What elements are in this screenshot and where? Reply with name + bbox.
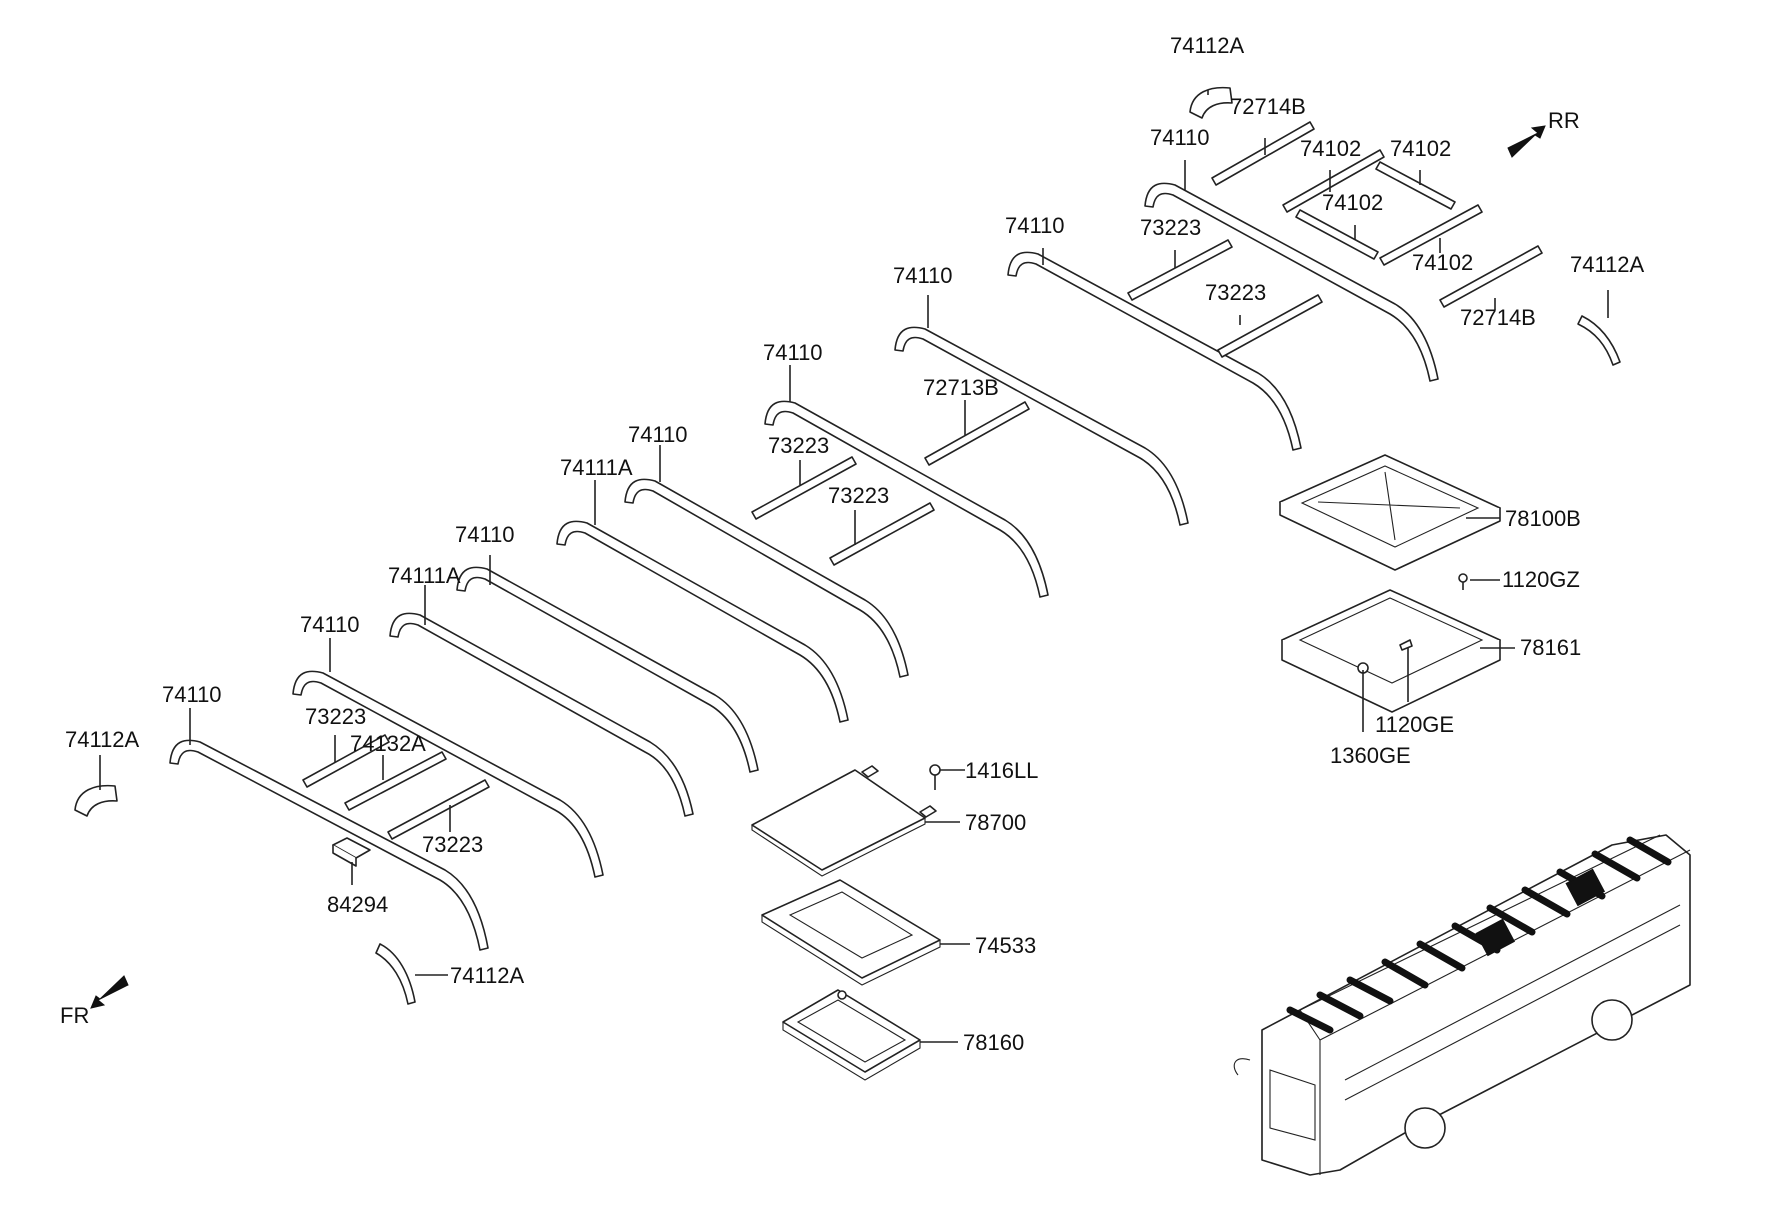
bar-73223-b <box>387 779 490 840</box>
label-74110-c: 74110 <box>893 263 953 288</box>
label-78161: 78161 <box>1520 635 1581 660</box>
hatch-78161 <box>1281 589 1501 713</box>
label-73223-d: 73223 <box>828 483 889 508</box>
bar-73223-e <box>1127 239 1233 301</box>
label-74112a-top: 74112A <box>1170 33 1245 58</box>
frame-78160 <box>782 989 921 1081</box>
arrow-fr-icon <box>90 975 129 1009</box>
label-74111a-a: 74111A <box>560 455 633 480</box>
screw-1416ll <box>929 764 941 790</box>
label-74102-a: 74102 <box>1300 136 1361 161</box>
label-78700: 78700 <box>965 810 1026 835</box>
leader-lines <box>99 90 1609 1043</box>
bar-73223-d <box>829 502 935 566</box>
label-84294: 84294 <box>327 892 388 917</box>
screw-1120gz <box>1458 573 1468 590</box>
label-1416ll: 1416LL <box>965 758 1038 783</box>
frame-74533 <box>761 879 941 986</box>
bar-72714b-top <box>1211 121 1315 186</box>
label-72713b: 72713B <box>923 375 999 400</box>
bus-overview-illustration <box>1233 834 1691 1176</box>
label-78160: 78160 <box>963 1030 1024 1055</box>
label-74110-a: 74110 <box>1150 125 1210 150</box>
label-fr: FR <box>60 1003 89 1028</box>
roof-bow-4 <box>456 566 759 773</box>
label-72714b-top: 72714B <box>1230 94 1306 119</box>
roof-bow-10 <box>1144 182 1439 382</box>
arrow-rr-icon <box>1507 125 1546 158</box>
bar-72713b <box>924 401 1030 466</box>
frame-74102 <box>1282 149 1483 266</box>
bar-73223-c <box>751 456 857 520</box>
label-73223-a: 73223 <box>1140 215 1201 240</box>
roof-bow-8 <box>894 326 1189 526</box>
end-cap-bottom <box>375 943 416 1005</box>
label-74533: 74533 <box>975 933 1036 958</box>
label-73223-f: 73223 <box>422 832 483 857</box>
bar-74132a <box>344 751 447 811</box>
label-73223-b: 73223 <box>1205 280 1266 305</box>
bar-73223-a <box>302 734 390 788</box>
label-72714b-bottom: 72714B <box>1460 305 1536 330</box>
label-74111a-b: 74111A <box>388 563 461 588</box>
bar-73223-f <box>1217 294 1323 358</box>
roof-bow-1 <box>169 739 489 951</box>
label-74112a-right: 74112A <box>1570 252 1645 277</box>
roof-bow-6 <box>624 478 909 678</box>
end-cap-top <box>1189 86 1233 119</box>
label-74110-h: 74110 <box>162 682 222 707</box>
label-74102-b: 74102 <box>1390 136 1451 161</box>
roof-bow-3 <box>389 612 694 817</box>
bracket-84294 <box>332 837 371 867</box>
part-labels: 74112A 72714B RR 74110 74102 74102 74102… <box>60 33 1645 1055</box>
bar-72714b-bottom <box>1439 245 1543 308</box>
label-78100b: 78100B <box>1505 506 1581 531</box>
label-74110-d: 74110 <box>763 340 823 365</box>
label-1120gz: 1120GZ <box>1502 567 1580 592</box>
label-74102-d: 74102 <box>1412 250 1473 275</box>
roof-bow-5 <box>556 520 849 723</box>
label-74110-e: 74110 <box>628 422 688 447</box>
label-74112a-left: 74112A <box>65 727 140 752</box>
label-1120ge: 1120GE <box>1375 712 1454 737</box>
label-rr: RR <box>1548 108 1580 133</box>
roof-bow-9 <box>1007 251 1302 451</box>
label-73223-c: 73223 <box>768 433 829 458</box>
roof-bow-2 <box>292 670 604 878</box>
cover-78700 <box>751 765 937 877</box>
label-74110-b: 74110 <box>1005 213 1065 238</box>
label-1360ge: 1360GE <box>1330 743 1411 768</box>
label-74132a: 74132A <box>350 731 426 756</box>
hatch-78100b <box>1279 454 1501 571</box>
end-cap-right <box>1577 315 1621 366</box>
label-73223-e: 73223 <box>305 704 366 729</box>
label-74110-g: 74110 <box>300 612 360 637</box>
label-74110-f: 74110 <box>455 522 515 547</box>
label-74112a-bottom: 74112A <box>450 963 525 988</box>
label-74102-c: 74102 <box>1322 190 1383 215</box>
end-cap-left <box>74 784 118 817</box>
